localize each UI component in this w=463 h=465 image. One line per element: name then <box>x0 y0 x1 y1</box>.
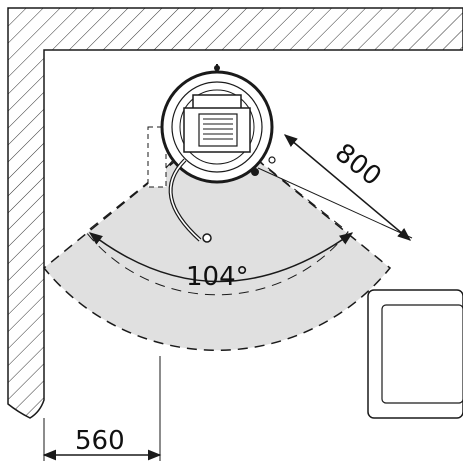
offset-dimension: 560 <box>42 356 162 461</box>
depth-label: 800 <box>329 138 387 192</box>
offset-label: 560 <box>75 426 125 456</box>
armchair <box>367 289 463 419</box>
angle-dimension: 104° <box>88 232 354 292</box>
corner-wall <box>7 7 463 419</box>
angle-label: 104° <box>186 262 249 292</box>
stove <box>147 64 276 243</box>
